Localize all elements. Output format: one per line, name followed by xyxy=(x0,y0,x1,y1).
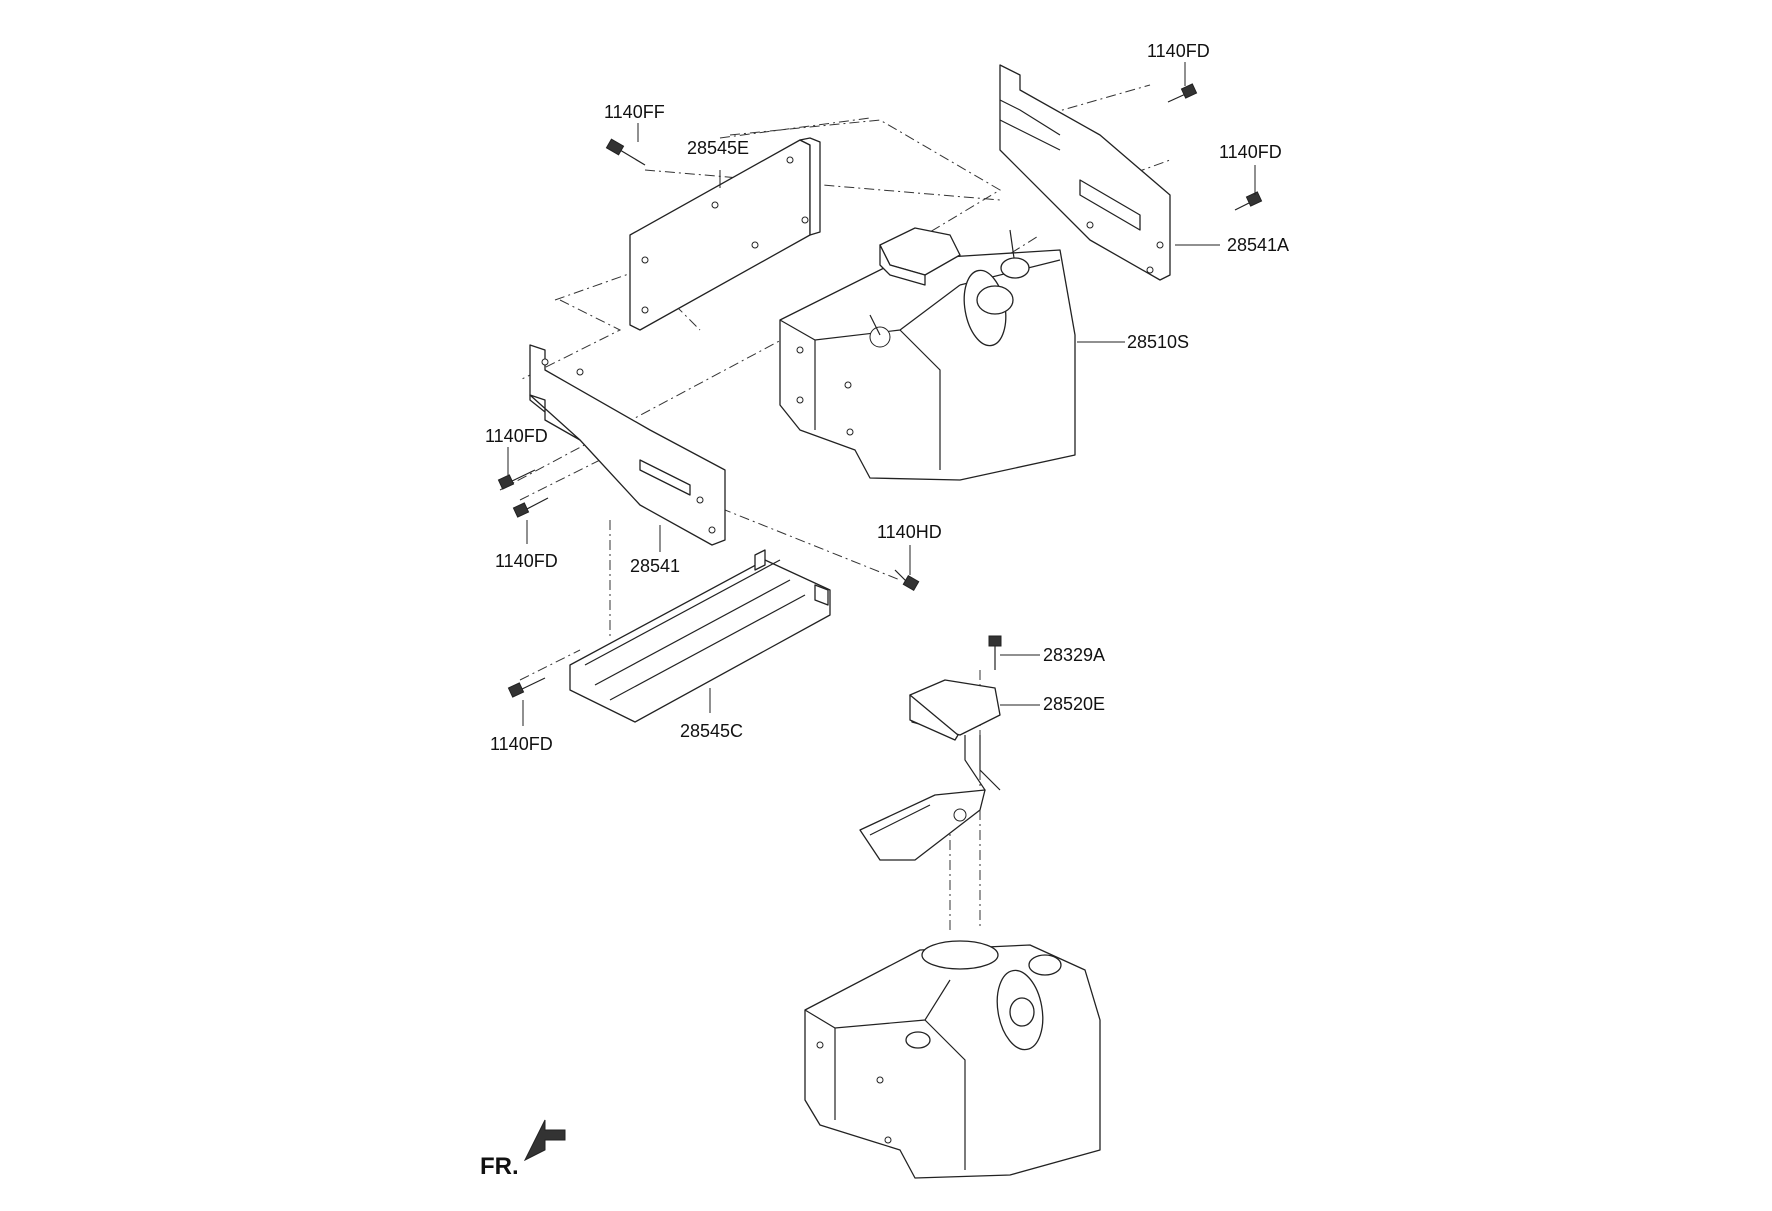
label-28329A: 28329A xyxy=(1043,645,1106,665)
label-1140FD-bottom: 1140FD xyxy=(490,734,553,754)
label-1140FD-top: 1140FD xyxy=(1147,41,1210,61)
label-1140FD-left1: 1140FD xyxy=(485,426,548,446)
front-direction-label: FR. xyxy=(480,1153,519,1180)
fuel-tank-28510S xyxy=(779,227,1076,481)
bracket-28541A xyxy=(999,64,1171,281)
label-28510S: 28510S xyxy=(1127,332,1190,352)
front-direction-arrow xyxy=(523,1119,566,1162)
label-28541A: 28541A xyxy=(1227,235,1290,255)
label-28545E: 28545E xyxy=(687,138,750,158)
bracket-28545E xyxy=(629,137,821,331)
fuel-tank-lower-view xyxy=(804,940,1101,1179)
bracket-28541 xyxy=(529,344,726,546)
tray-28545C xyxy=(569,549,831,723)
bolt-1140FD-right xyxy=(1234,191,1263,211)
bolt-1140HD xyxy=(894,569,920,592)
fuel-sender-28520E xyxy=(859,679,1001,861)
bolt-1140FF xyxy=(605,138,646,166)
label-1140FF: 1140FF xyxy=(604,102,665,122)
label-1140FD-left2: 1140FD xyxy=(495,551,558,571)
bolt-1140FD-left2 xyxy=(512,497,549,518)
bolt-1140FD-left1 xyxy=(497,469,536,490)
bolt-28329A xyxy=(988,635,1002,670)
label-28541: 28541 xyxy=(630,556,681,576)
leader-lines xyxy=(507,62,1256,726)
label-1140HD: 1140HD xyxy=(877,522,942,542)
label-1140FD-right: 1140FD xyxy=(1219,142,1282,162)
bolt-1140FD-bottom xyxy=(507,677,546,698)
label-28520E: 28520E xyxy=(1043,694,1106,714)
bolt-1140FD-top xyxy=(1167,83,1198,103)
label-28545C: 28545C xyxy=(680,721,744,741)
